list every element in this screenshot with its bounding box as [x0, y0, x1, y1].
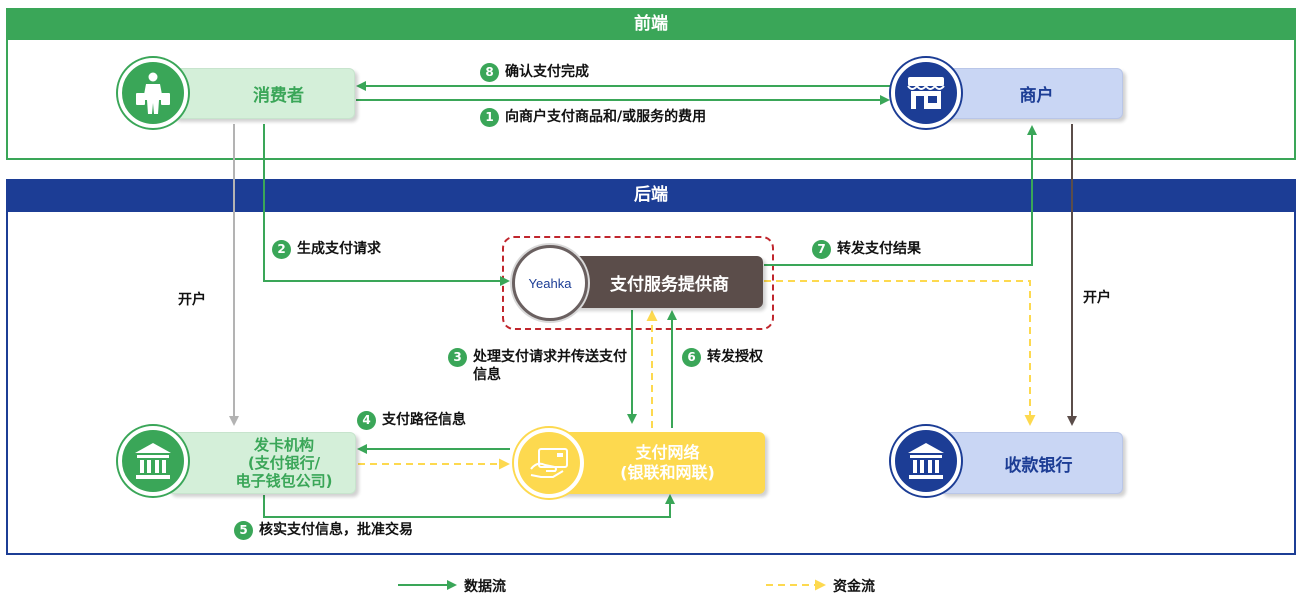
step-7-text: 转发支付结果 — [837, 241, 921, 257]
arrow-step-7 — [764, 125, 1037, 266]
step-6-text: 转发授权 — [707, 349, 763, 365]
provider-logo: Yeahka — [512, 245, 588, 321]
step-2-text: 生成支付请求 — [297, 241, 381, 257]
merchant-label: 商户 — [1019, 86, 1054, 106]
step-8-badge: 8 — [480, 63, 499, 82]
step-5-text: 核实支付信息，批准交易 — [259, 522, 413, 538]
step-2-badge: 2 — [272, 240, 291, 259]
network-label-1: 支付网络 — [635, 443, 700, 462]
store-icon — [891, 58, 961, 128]
open-account-right-label: 开户 — [1083, 290, 1111, 306]
step-3-badge: 3 — [448, 348, 467, 367]
legend-data-flow-label: 数据流 — [464, 579, 506, 595]
step-3-label: 3 处理支付请求并传送支付信息 — [448, 348, 630, 384]
step-4-text: 支付路径信息 — [382, 412, 466, 428]
legend-fund-flow: 资金流 — [833, 576, 875, 596]
open-account-left-label: 开户 — [178, 292, 206, 308]
step-1-badge: 1 — [480, 108, 499, 127]
provider-logo-text: Yeahka — [528, 275, 572, 291]
provider-box: 支付服务提供商 — [556, 256, 763, 308]
issuer-box: 发卡机构 (支付银行/ 电子钱包公司) — [168, 432, 356, 494]
issuer-label-3: 电子钱包公司) — [235, 472, 333, 490]
step-5-label: 5 核实支付信息，批准交易 — [234, 521, 413, 540]
shopper-icon — [118, 58, 188, 128]
front-end-header: 前端 — [6, 8, 1296, 40]
step-7-badge: 7 — [812, 240, 831, 259]
step-8-label: 8 确认支付完成 — [480, 63, 589, 82]
acquirer-label: 收款银行 — [1004, 455, 1073, 476]
bank-icon — [118, 426, 188, 496]
consumer-label: 消费者 — [253, 86, 304, 106]
merchant-box: 商户 — [940, 68, 1123, 119]
arrow-step-5 — [263, 494, 675, 518]
step-3-text: 处理支付请求并传送支付信息 — [473, 349, 627, 383]
issuer-label-1: 发卡机构 — [253, 436, 314, 454]
fund-flow-provider-acquirer — [764, 280, 1036, 426]
consumer-box: 消费者 — [172, 68, 355, 119]
step-5-badge: 5 — [234, 521, 253, 540]
step-6-label: 6 转发授权 — [682, 348, 763, 367]
back-end-header: 后端 — [6, 179, 1296, 212]
network-label-2: (银联和网联) — [620, 463, 715, 482]
bank-icon-acquirer — [891, 426, 961, 496]
step-1-text: 向商户支付商品和/或服务的费用 — [505, 109, 707, 125]
network-box: 支付网络 (银联和网联) — [540, 432, 765, 494]
provider-label: 支付服务提供商 — [610, 274, 729, 295]
back-end-title: 后端 — [634, 185, 668, 205]
arrow-step-2 — [263, 124, 510, 286]
step-6-badge: 6 — [682, 348, 701, 367]
step-2-label: 2 生成支付请求 — [272, 240, 381, 259]
legend-fund-flow-label: 资金流 — [833, 579, 875, 595]
step-4-badge: 4 — [357, 411, 376, 430]
acquirer-box: 收款银行 — [940, 432, 1123, 494]
legend-data-flow: 数据流 — [464, 576, 506, 596]
card-icon — [514, 428, 584, 498]
step-7-label: 7 转发支付结果 — [812, 240, 921, 259]
step-1-label: 1 向商户支付商品和/或服务的费用 — [480, 108, 706, 127]
step-8-text: 确认支付完成 — [505, 64, 589, 80]
issuer-label-2: (支付银行/ — [247, 454, 321, 472]
front-end-title: 前端 — [634, 14, 668, 34]
step-4-label: 4 支付路径信息 — [357, 411, 466, 430]
